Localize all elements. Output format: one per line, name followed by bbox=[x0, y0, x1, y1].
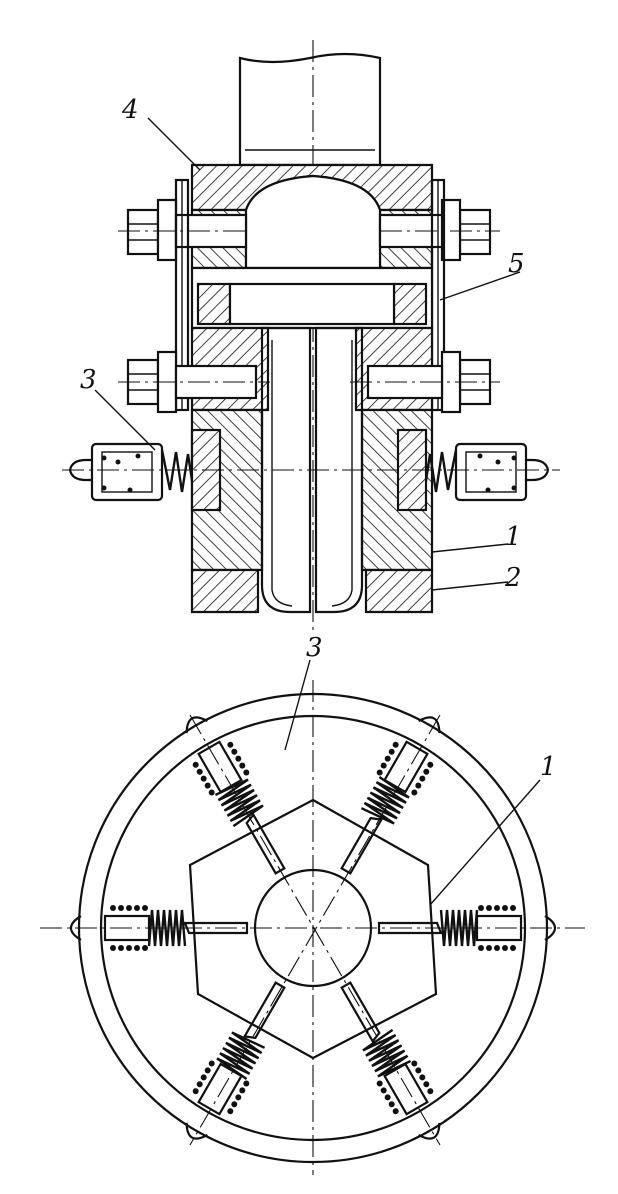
shank bbox=[238, 52, 382, 167]
collet-slot bbox=[183, 921, 249, 935]
radial-spring-assembly bbox=[192, 740, 264, 828]
end-label-1: 1 bbox=[540, 752, 557, 782]
end-view: 3 1 bbox=[40, 633, 585, 1175]
label-4: 4 bbox=[121, 95, 139, 125]
collet-slots bbox=[183, 812, 443, 1044]
section-view: 4 5 3 1 2 bbox=[62, 40, 560, 630]
screw-head bbox=[418, 1122, 441, 1140]
collet-slot bbox=[377, 921, 443, 935]
label-5: 5 bbox=[508, 249, 525, 279]
section-leaders bbox=[94, 117, 521, 591]
collet-slot bbox=[242, 981, 286, 1040]
label-2: 2 bbox=[504, 563, 522, 593]
label-3: 3 bbox=[80, 365, 97, 395]
radial-spring-assembly bbox=[362, 1028, 434, 1116]
collet-slot bbox=[245, 812, 286, 875]
lower-bolts bbox=[118, 350, 500, 414]
collet-slot bbox=[340, 981, 381, 1044]
radial-spring-assembly bbox=[192, 1031, 266, 1116]
screw-head bbox=[69, 915, 82, 941]
collet-fingers-part-1 bbox=[260, 326, 364, 614]
screw-heads bbox=[69, 716, 557, 1140]
screw-head bbox=[544, 915, 557, 941]
screw-head bbox=[418, 716, 441, 734]
collet-slot bbox=[340, 816, 384, 875]
label-1: 1 bbox=[505, 522, 522, 552]
end-label-3: 3 bbox=[306, 633, 323, 663]
radial-spring-assembly bbox=[360, 740, 434, 825]
screw-head bbox=[185, 1122, 208, 1140]
cross-plate bbox=[190, 266, 434, 330]
